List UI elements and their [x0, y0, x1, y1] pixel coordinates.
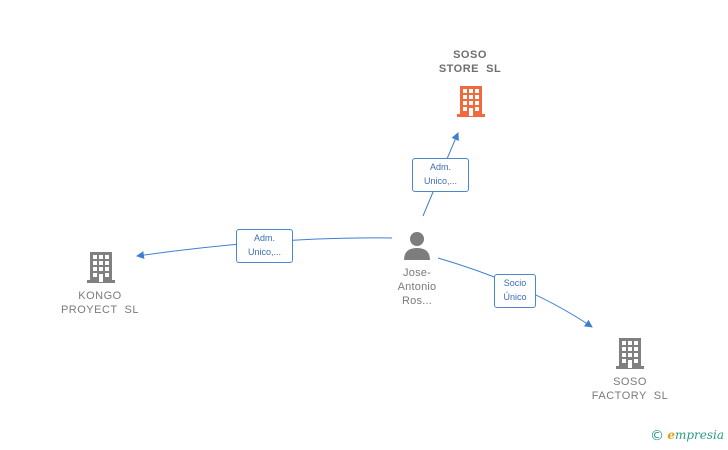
building-icon[interactable]: [86, 250, 116, 284]
node-person-name-line2: Antonio: [397, 281, 437, 293]
edge-label-to-kongo[interactable]: Adm. Unico,...: [236, 229, 293, 263]
node-kongo-name-line2: PROYECT SL: [60, 304, 140, 316]
edge-label-to-factory-line2: Único: [503, 292, 527, 302]
edge-label-to-factory[interactable]: Socio Único: [494, 274, 536, 308]
brand-rest: mpresia: [674, 428, 725, 442]
edge-label-to-store[interactable]: Adm. Unico,...: [412, 158, 469, 192]
copyright-symbol: ©: [650, 428, 664, 444]
node-person-name-line1: Jose-: [403, 267, 431, 279]
edge-label-to-store-line2: Unico,...: [423, 176, 457, 186]
edge-label-to-kongo-line2: Unico,...: [247, 247, 281, 257]
node-soso-factory-name-line2: FACTORY SL: [591, 390, 669, 402]
building-icon[interactable]: [615, 336, 645, 370]
node-kongo-name-line1: KONGO: [78, 290, 122, 302]
node-soso-store-label[interactable]: SOSO STORE SL: [420, 48, 520, 76]
edge-label-to-store-line1: Adm.: [429, 162, 451, 172]
node-kongo-label[interactable]: KONGO PROYECT SL: [48, 289, 152, 317]
node-person-name-line3: Ros...: [402, 295, 432, 307]
person-icon[interactable]: [402, 230, 432, 260]
node-soso-store-name-line1: SOSO: [453, 49, 487, 61]
empresia-logo[interactable]: © empresia: [650, 428, 724, 444]
edge-label-to-factory-line1: Socio: [503, 278, 527, 288]
building-icon[interactable]: [456, 84, 486, 118]
node-soso-store-name-line2: STORE SL: [438, 63, 502, 75]
brand-e: e: [667, 428, 675, 442]
node-person-label[interactable]: Jose- Antonio Ros...: [377, 266, 457, 308]
edge-label-to-kongo-line1: Adm.: [253, 233, 275, 243]
node-soso-factory-label[interactable]: SOSO FACTORY SL: [578, 375, 682, 403]
node-soso-factory-name-line1: SOSO: [613, 376, 647, 388]
